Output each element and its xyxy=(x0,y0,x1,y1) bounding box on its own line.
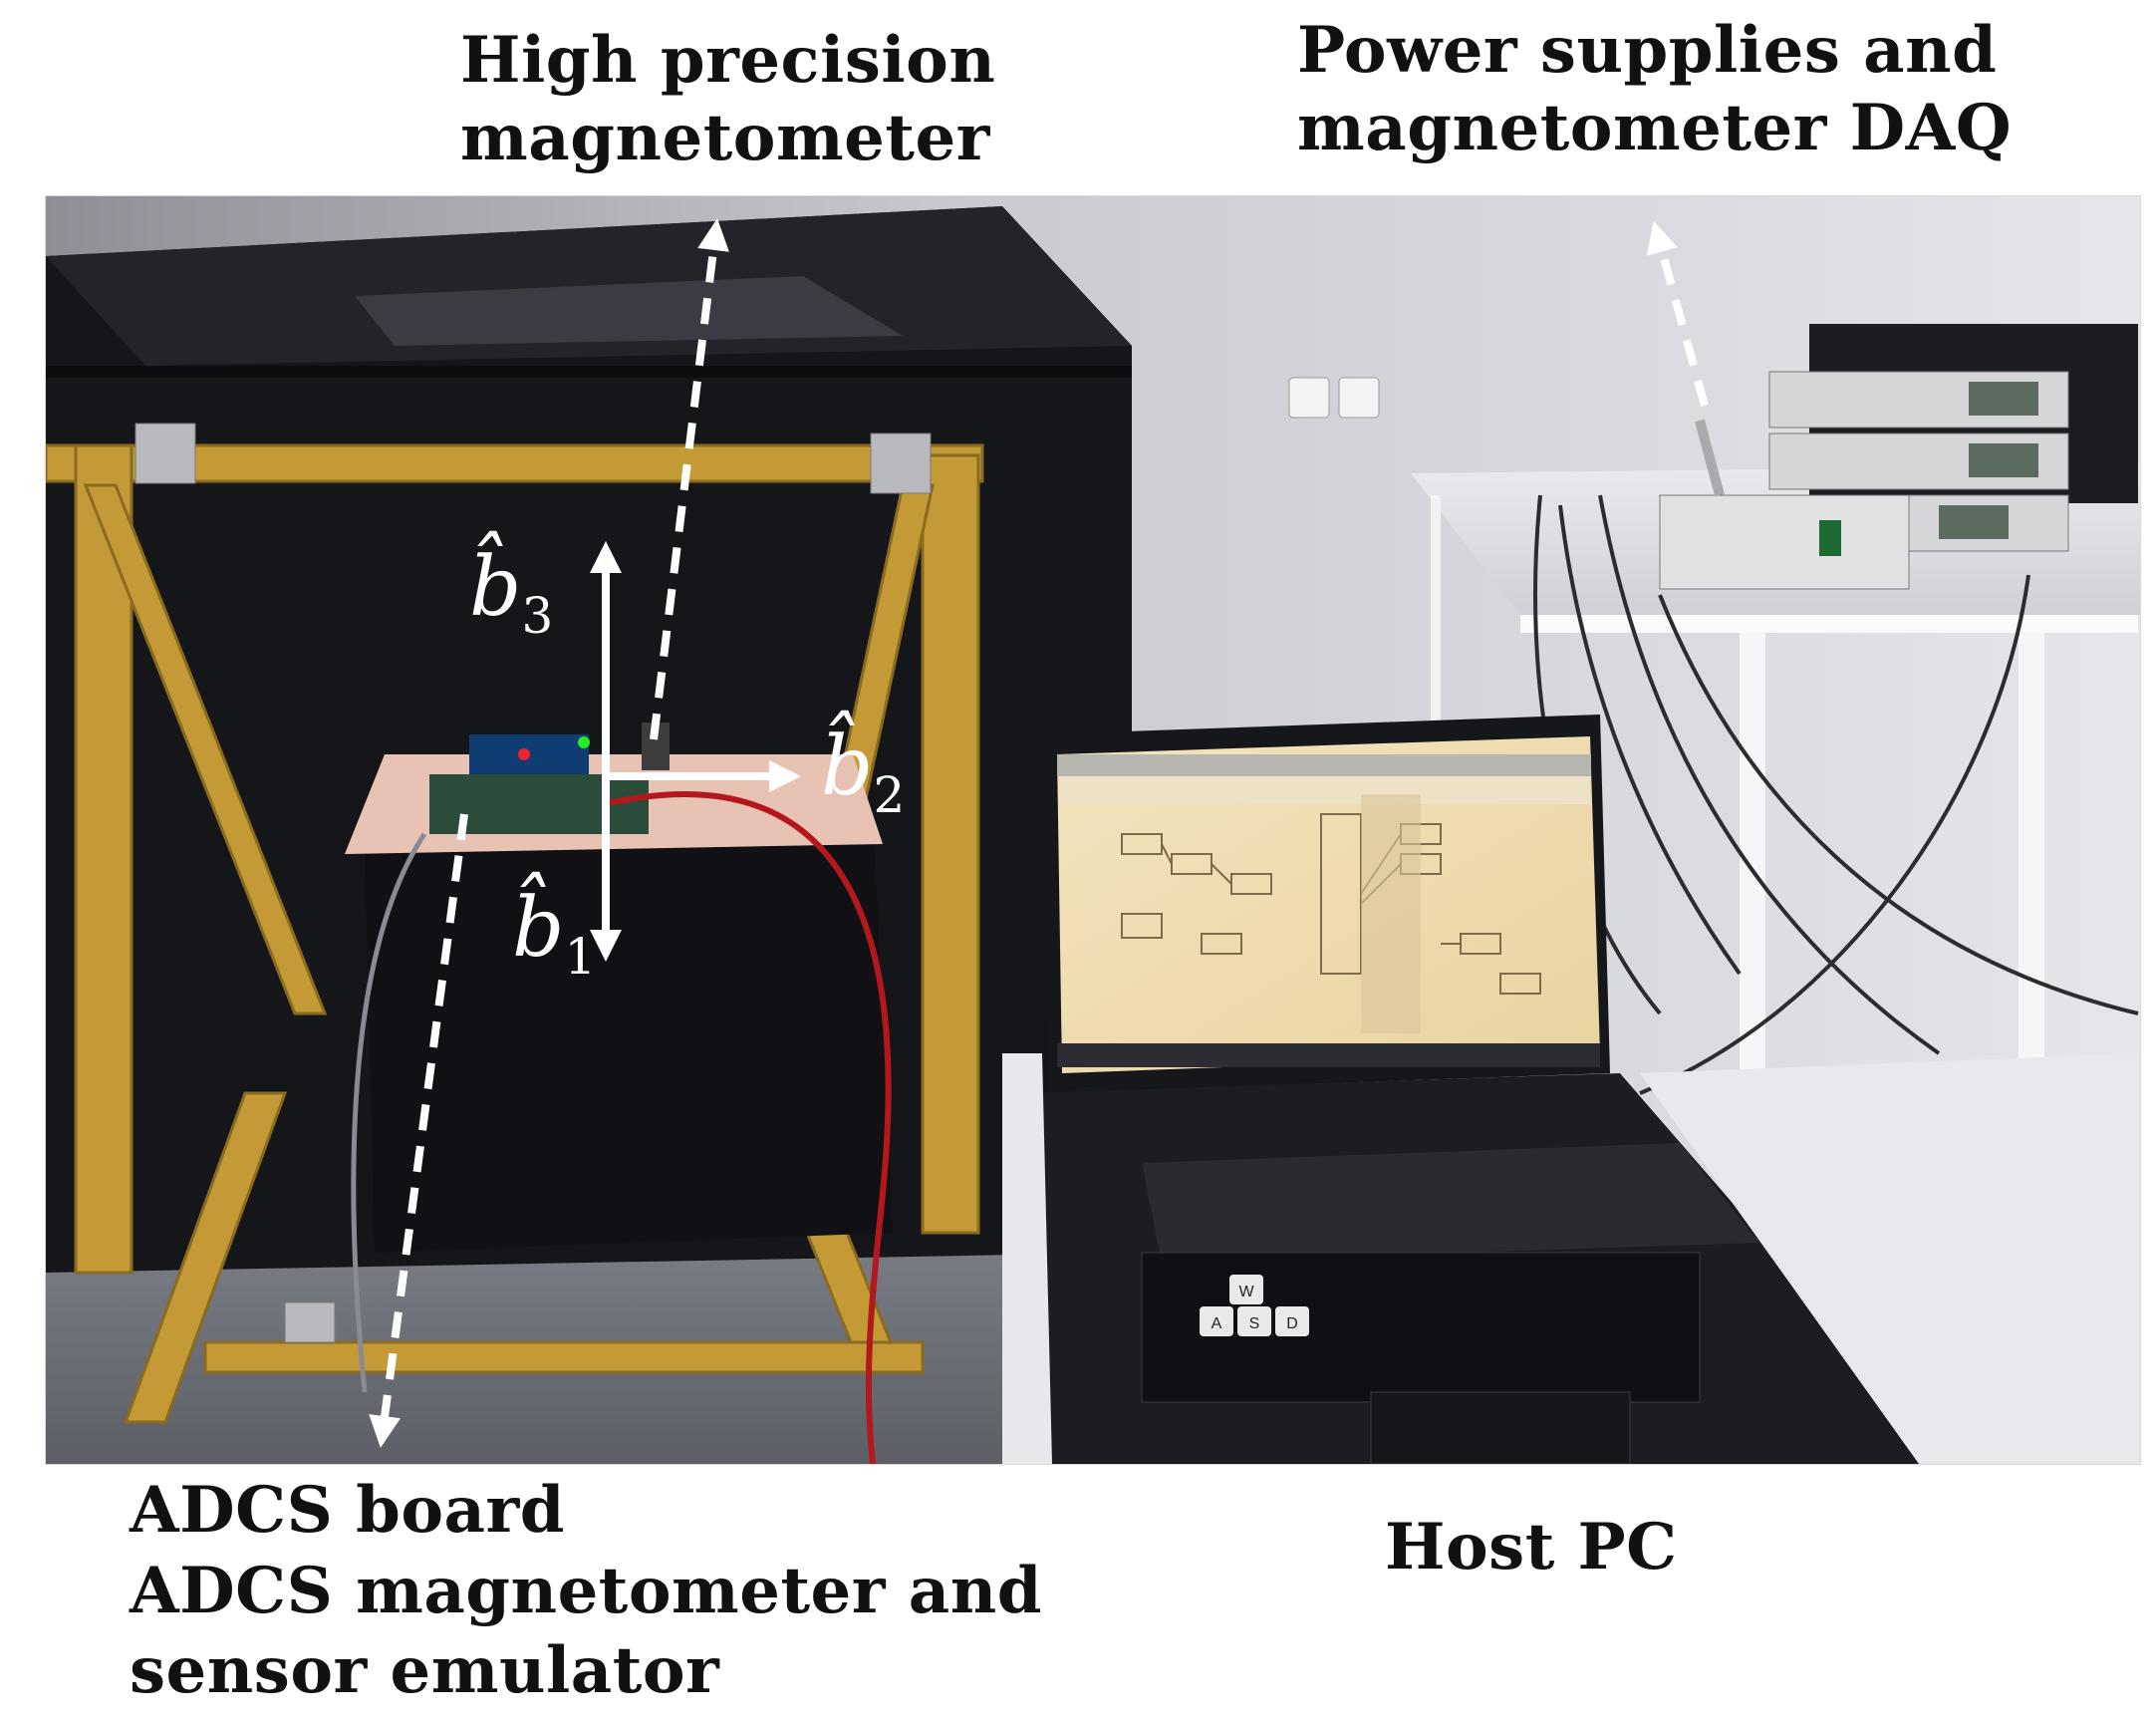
key-a-label: A xyxy=(1212,1315,1222,1332)
axis-b1-label: b̂1 xyxy=(512,872,596,986)
caption-line: sensor emulator xyxy=(130,1633,720,1709)
caption-line: magnetometer DAQ xyxy=(1297,91,2013,166)
caption-line: ADCS board xyxy=(130,1473,565,1548)
host-pc-laptop: W A S D xyxy=(1002,715,1959,1464)
arrow-to-power-supplies xyxy=(1646,220,1709,408)
svg-text:b̂3: b̂3 xyxy=(469,531,553,645)
key-w-label: W xyxy=(1238,1284,1254,1300)
axis-b1-subscript: 1 xyxy=(565,928,597,986)
axis-b2-symbol: b̂ xyxy=(821,711,874,814)
host-pc-caption: Host PC xyxy=(1385,1510,1678,1584)
axis-b3-subscript: 3 xyxy=(522,587,554,645)
svg-text:b̂1: b̂1 xyxy=(512,872,596,986)
caption-line: ADCS magnetometer and xyxy=(130,1553,1042,1628)
axis-b1-symbol: b̂ xyxy=(512,872,565,976)
key-s xyxy=(1237,1306,1271,1336)
axis-b3-symbol: b̂ xyxy=(469,531,522,635)
svg-text:b̂2: b̂2 xyxy=(821,711,905,824)
key-d-label: D xyxy=(1286,1315,1298,1332)
axis-b3-label: b̂3 xyxy=(469,531,553,645)
key-w xyxy=(1229,1275,1263,1304)
power-supplies-daq-caption: Power supplies and magnetometer DAQ xyxy=(1297,12,2012,167)
adcs-board-caption: ADCS board ADCS magnetometer and sensor … xyxy=(130,1471,1042,1712)
arrow-to-adcs-board xyxy=(369,813,468,1448)
lab-setup-photo: W A S D b̂3 b̂2 b̂1 xyxy=(45,195,2141,1465)
caption-line: Power supplies and xyxy=(1297,13,1998,88)
caption-line: High precision xyxy=(460,23,996,98)
key-s-label: S xyxy=(1249,1315,1260,1332)
caption-line: magnetometer xyxy=(460,101,990,176)
key-a xyxy=(1200,1306,1233,1336)
key-d xyxy=(1275,1306,1309,1336)
arrow-to-high-precision-magnetometer xyxy=(650,218,729,740)
high-precision-magnetometer-caption: High precision magnetometer xyxy=(460,22,995,177)
axis-b2-subscript: 2 xyxy=(874,766,906,824)
axis-b2-label: b̂2 xyxy=(821,711,905,824)
